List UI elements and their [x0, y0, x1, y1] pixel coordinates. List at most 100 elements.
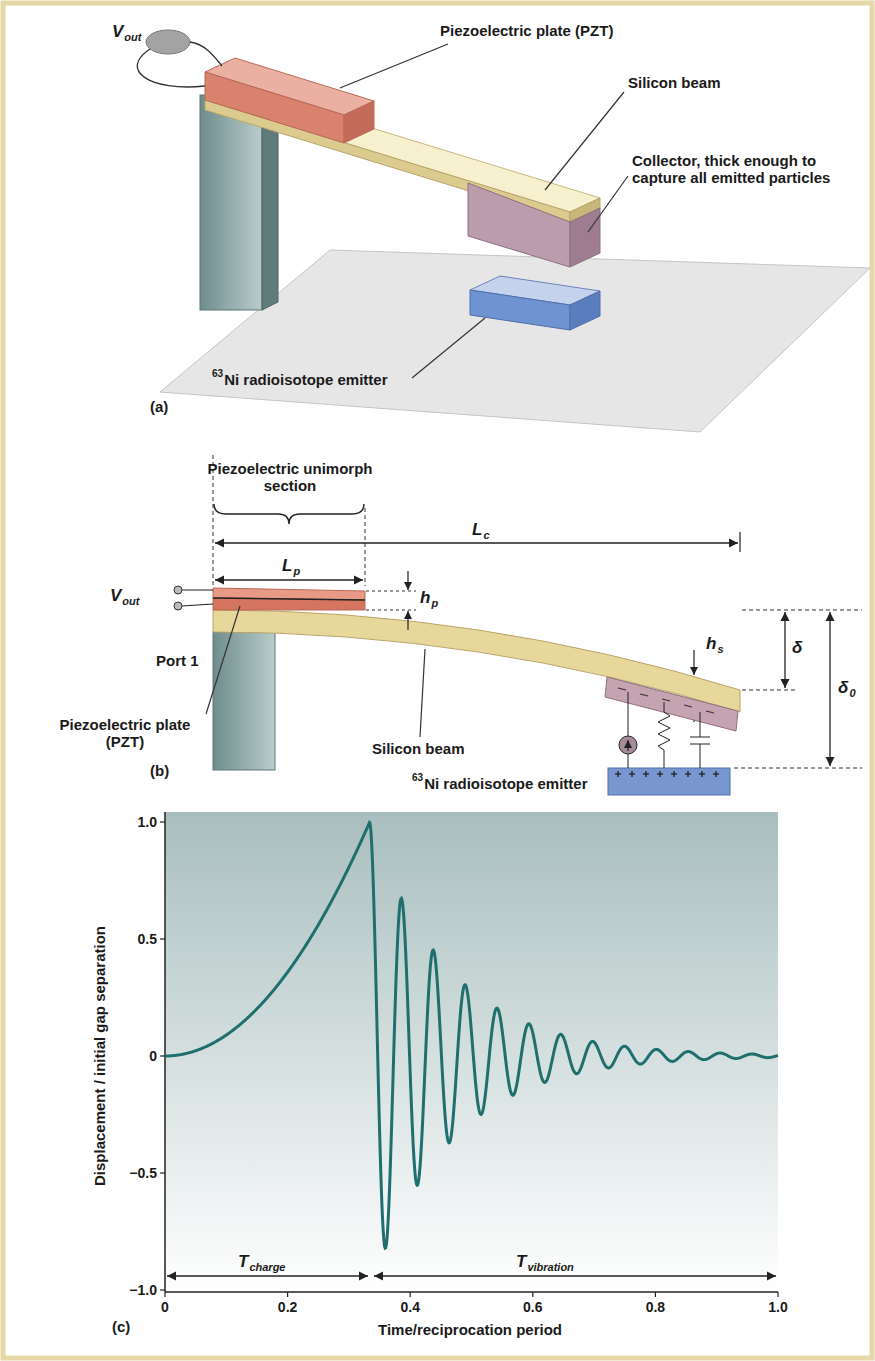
subscript: out — [122, 595, 139, 608]
terminal — [174, 586, 182, 594]
superscript: 63 — [212, 368, 223, 380]
pzt-front — [205, 72, 344, 143]
tick-label: 0 — [149, 1048, 157, 1064]
subscript: s — [717, 643, 723, 656]
wire — [628, 692, 629, 736]
part-label: Silicon beam — [372, 740, 465, 757]
frame — [3, 3, 872, 1358]
axis-ticks — [160, 822, 778, 1297]
subscript: p — [293, 565, 300, 578]
tick-label: 0 — [161, 1299, 169, 1315]
interval-arrow — [374, 1275, 776, 1276]
dimension-label: δ — [838, 678, 848, 698]
leader-line — [206, 606, 240, 714]
extension-line — [739, 532, 740, 552]
dimension-arrow — [215, 579, 363, 580]
interval-arrow — [167, 1275, 368, 1276]
axis-title: Time/reciprocation period — [378, 1321, 562, 1338]
extension-line — [366, 610, 416, 611]
axis-title: Displacement / initial gap separation — [91, 926, 108, 1186]
extension-line — [742, 690, 796, 691]
leader-line — [420, 649, 425, 737]
extension-line — [366, 591, 416, 592]
subscript: p — [431, 597, 438, 610]
dimension-label: δ — [792, 638, 802, 658]
part-label: Piezoelectric plate (PZT) — [440, 22, 613, 39]
part-label: Silicon beam — [628, 74, 721, 91]
signal-name: V — [110, 586, 121, 606]
dimension-label: h — [706, 634, 716, 654]
wire — [182, 590, 213, 591]
collector-front — [468, 183, 570, 267]
panel-letter: (b) — [150, 762, 169, 779]
leader-line — [588, 176, 628, 232]
dimension-arrow — [407, 571, 408, 590]
dimension-arrow — [215, 542, 738, 543]
leader-line — [340, 44, 448, 88]
tick-label: 1.0 — [768, 1299, 787, 1315]
current-source — [619, 736, 637, 754]
superscript: 63 — [412, 772, 423, 784]
capacitor-symbol — [690, 712, 710, 768]
collector-side — [570, 208, 600, 267]
tick-label: 0.5 — [138, 931, 157, 947]
interval-label: T — [238, 1252, 248, 1272]
panel-letter: (c) — [112, 1318, 130, 1335]
part-label: Ni radioisotope emitter — [424, 775, 587, 792]
subscript: charge — [249, 1261, 285, 1274]
panel-letter: (a) — [150, 398, 168, 415]
tick-label: 0.2 — [278, 1299, 297, 1315]
subscript: 0 — [849, 687, 855, 700]
port-label: Port 1 — [156, 652, 199, 669]
wire — [190, 42, 222, 66]
anchor-block — [213, 632, 275, 770]
tick-label: 1.0 — [138, 814, 157, 830]
voltmeter — [146, 30, 190, 54]
part-label: Ni radioisotope emitter — [224, 371, 387, 388]
emitter-side — [570, 291, 600, 330]
subscript: out — [124, 31, 141, 44]
tick-label: 0.6 — [523, 1299, 542, 1315]
electrode — [213, 598, 365, 600]
interval-label: T — [516, 1252, 526, 1272]
dimension-arrow — [407, 611, 408, 630]
wire — [182, 604, 213, 606]
dimension-arrow — [693, 650, 694, 675]
dimension-label: h — [420, 588, 430, 608]
emitter-front — [470, 290, 570, 330]
charge-marks — [615, 771, 719, 777]
tick-label: 0.8 — [646, 1299, 665, 1315]
part-label: Piezoelectric plate (PZT) — [50, 716, 200, 751]
pzt-layer — [213, 598, 365, 610]
extension-line — [365, 508, 366, 586]
pzt-layer — [213, 588, 365, 600]
x-axis — [165, 1291, 778, 1293]
dimension-arrow — [829, 612, 830, 766]
dimension-label: L — [282, 556, 292, 576]
tick-label: −0.5 — [129, 1165, 157, 1181]
wire — [628, 754, 629, 768]
y-axis — [164, 812, 166, 1292]
tick-label: 0.4 — [400, 1299, 419, 1315]
resistor-symbol — [658, 702, 670, 768]
leader-line — [412, 318, 485, 378]
section-label: Piezoelectric unimorph section — [198, 460, 383, 495]
extension-line — [742, 610, 862, 611]
anchor-block — [200, 95, 262, 310]
extension-line — [734, 768, 862, 769]
signal-name: V — [112, 22, 123, 42]
pzt-side — [344, 101, 374, 143]
tick-label: −1.0 — [129, 1282, 157, 1298]
dimension-arrow — [784, 612, 785, 688]
part-label: Collector, thick enough to capture all e… — [632, 152, 832, 187]
emitter — [608, 768, 730, 795]
subscript: vibration — [527, 1261, 573, 1274]
wire — [137, 49, 205, 87]
brace — [214, 504, 364, 524]
dimension-label: L — [472, 520, 482, 540]
collector — [605, 677, 738, 731]
current-arrow — [627, 740, 628, 751]
leader-line — [545, 92, 624, 190]
